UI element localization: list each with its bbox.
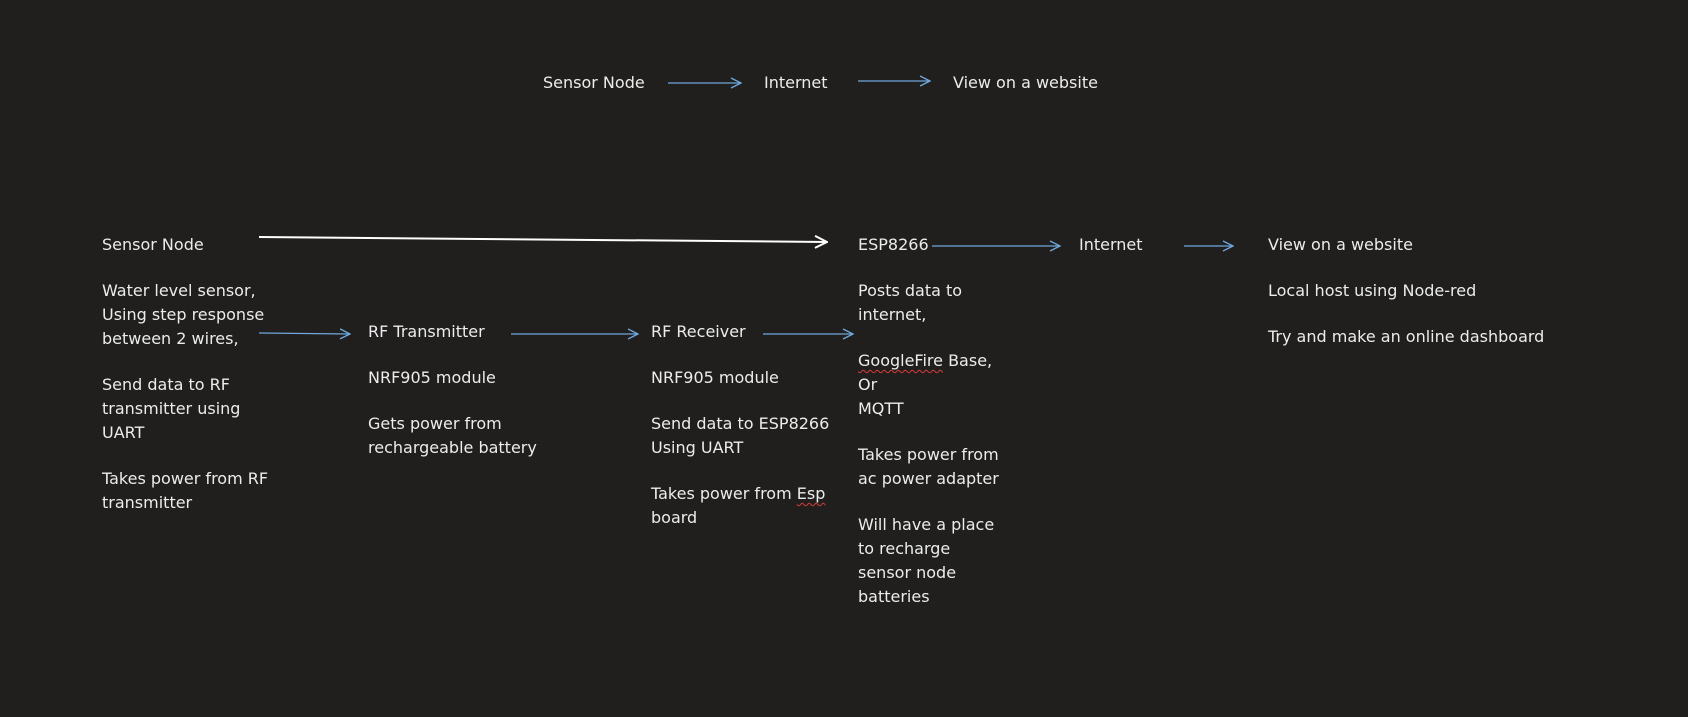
rf-transmitter-text: NRF905 module: [368, 368, 496, 387]
arrow-sensor-node-to-esp8266: [258, 237, 827, 242]
rf-receiver-title: RF Receiver: [651, 322, 746, 341]
rf-transmitter-text: rechargeable battery: [368, 438, 537, 457]
esp8266-text: Or: [858, 375, 878, 394]
spellcheck-word: Esp: [796, 484, 826, 503]
sensor-node-block: Sensor Node Water level sensor, Using st…: [102, 233, 268, 515]
esp8266-text: batteries: [858, 587, 930, 606]
rf-receiver-text: board: [651, 508, 698, 527]
esp8266-text: Takes power from: [858, 445, 999, 464]
esp8266-text: ac power adapter: [858, 469, 999, 488]
sensor-node-text: between 2 wires,: [102, 329, 239, 348]
sensor-node-title: Sensor Node: [102, 235, 204, 254]
top-internet-label: Internet: [764, 73, 828, 92]
rf-receiver-text: NRF905 module: [651, 368, 779, 387]
spellcheck-word: GoogleFire: [858, 351, 943, 370]
sensor-node-text: Send data to RF: [102, 375, 230, 394]
sensor-node-text: Takes power from RF: [102, 469, 269, 488]
esp8266-text: Posts data to: [858, 281, 963, 300]
sensor-node-text: Using step response: [102, 305, 265, 324]
top-view-website-label: View on a website: [953, 73, 1098, 92]
website-text: Try and make an online dashboard: [1268, 327, 1545, 346]
sensor-node-text: transmitter: [102, 493, 193, 512]
rf-receiver-text: Takes power from Esp: [651, 482, 829, 506]
rf-transmitter-block: RF Transmitter NRF905 module Gets power …: [368, 320, 537, 460]
arrow-sensor-to-rf-transmitter: [258, 333, 350, 334]
esp8266-title: ESP8266: [858, 235, 929, 254]
website-title: View on a website: [1268, 235, 1413, 254]
sensor-node-text: UART: [102, 423, 145, 442]
esp8266-text: sensor node: [858, 563, 957, 582]
esp8266-block: ESP8266 Posts data to internet, GoogleFi…: [858, 233, 999, 609]
esp8266-text: to recharge: [858, 539, 951, 558]
website-text: Local host using Node-red: [1268, 281, 1477, 300]
rf-receiver-text-part: Takes power from: [651, 484, 797, 503]
esp8266-text: internet,: [858, 305, 927, 324]
esp8266-text: MQTT: [858, 399, 904, 418]
esp8266-text-part: Base,: [942, 351, 993, 370]
rf-receiver-block: RF Receiver NRF905 module Send data to E…: [651, 320, 829, 530]
rf-transmitter-text: Gets power from: [368, 414, 502, 433]
esp8266-text: Will have a place: [858, 515, 995, 534]
sensor-node-text: transmitter using: [102, 399, 241, 418]
esp8266-text: GoogleFire Base,: [858, 349, 999, 373]
top-sensor-node-label: Sensor Node: [543, 73, 645, 92]
rf-receiver-text: Using UART: [651, 438, 744, 457]
internet-title: Internet: [1079, 235, 1143, 254]
sensor-node-text: Water level sensor,: [102, 281, 256, 300]
website-block: View on a website Local host using Node-…: [1268, 233, 1544, 349]
rf-receiver-text: Send data to ESP8266: [651, 414, 830, 433]
rf-transmitter-title: RF Transmitter: [368, 322, 485, 341]
